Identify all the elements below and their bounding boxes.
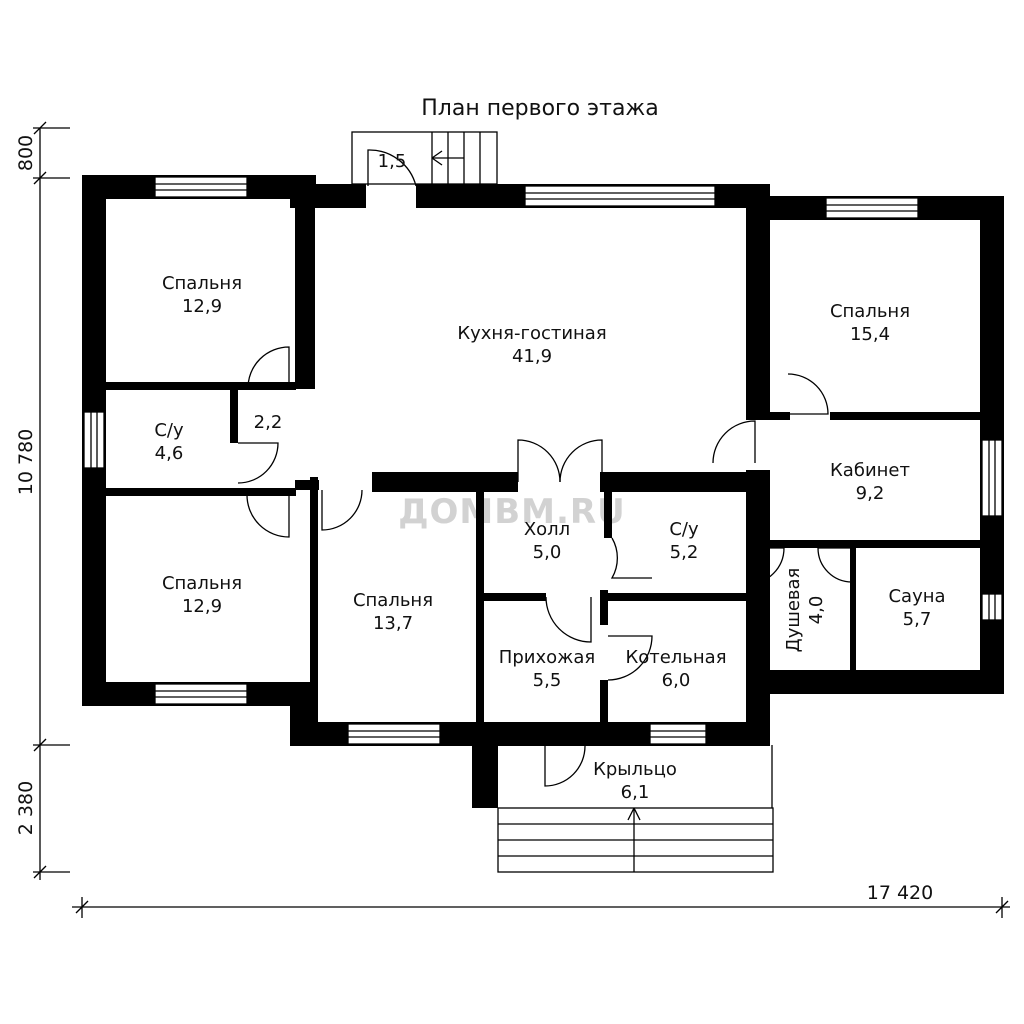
plan-title: План первого этажа — [421, 96, 658, 121]
room-area: 6,0 — [662, 670, 691, 691]
rear-steps-drawing — [351, 131, 498, 185]
room-name: Душевая — [783, 568, 804, 653]
room-name: Холл — [524, 519, 570, 540]
room-name: Спальня — [830, 301, 910, 322]
porch-steps-drawing — [497, 745, 774, 873]
room-name: Кухня-гостиная — [457, 323, 606, 344]
room-labels: Спальня 12,9 Кухня-гостиная 41,9 Спальня… — [154, 151, 945, 803]
room-area: 13,7 — [373, 613, 413, 634]
room-name: Котельная — [625, 647, 726, 668]
room-name: Спальня — [162, 273, 242, 294]
room-area: 4,6 — [155, 443, 184, 464]
room-area: 15,4 — [850, 324, 890, 345]
dim-left-bottom: 2 380 — [15, 781, 37, 835]
room-name: С/у — [669, 519, 699, 540]
room-area: 5,7 — [903, 609, 932, 630]
room-area: 41,9 — [512, 346, 552, 367]
room-area: 5,5 — [533, 670, 562, 691]
room-name: Кабинет — [830, 460, 910, 481]
dim-left-main: 10 780 — [15, 429, 37, 495]
room-name: Прихожая — [499, 647, 595, 668]
room-area: 4,0 — [806, 596, 827, 625]
doors — [237, 149, 853, 787]
room-name: Сауна — [888, 586, 945, 607]
room-area: 1,5 — [378, 151, 407, 172]
watermark: ДОМВМ.RU — [398, 492, 625, 532]
room-area: 6,1 — [621, 782, 650, 803]
room-name: Крыльцо — [593, 759, 677, 780]
room-area: 2,2 — [254, 412, 283, 433]
room-area: 5,2 — [670, 542, 699, 563]
room-area: 12,9 — [182, 296, 222, 317]
room-name: Спальня — [353, 590, 433, 611]
dim-bottom: 17 420 — [867, 882, 933, 904]
room-area: 9,2 — [856, 483, 885, 504]
dim-top: 800 — [15, 135, 37, 171]
room-area: 5,0 — [533, 542, 562, 563]
room-name: Спальня — [162, 573, 242, 594]
room-area: 12,9 — [182, 596, 222, 617]
room-name: С/у — [154, 420, 184, 441]
windows — [83, 176, 1003, 745]
dimension-lines — [33, 121, 1010, 918]
